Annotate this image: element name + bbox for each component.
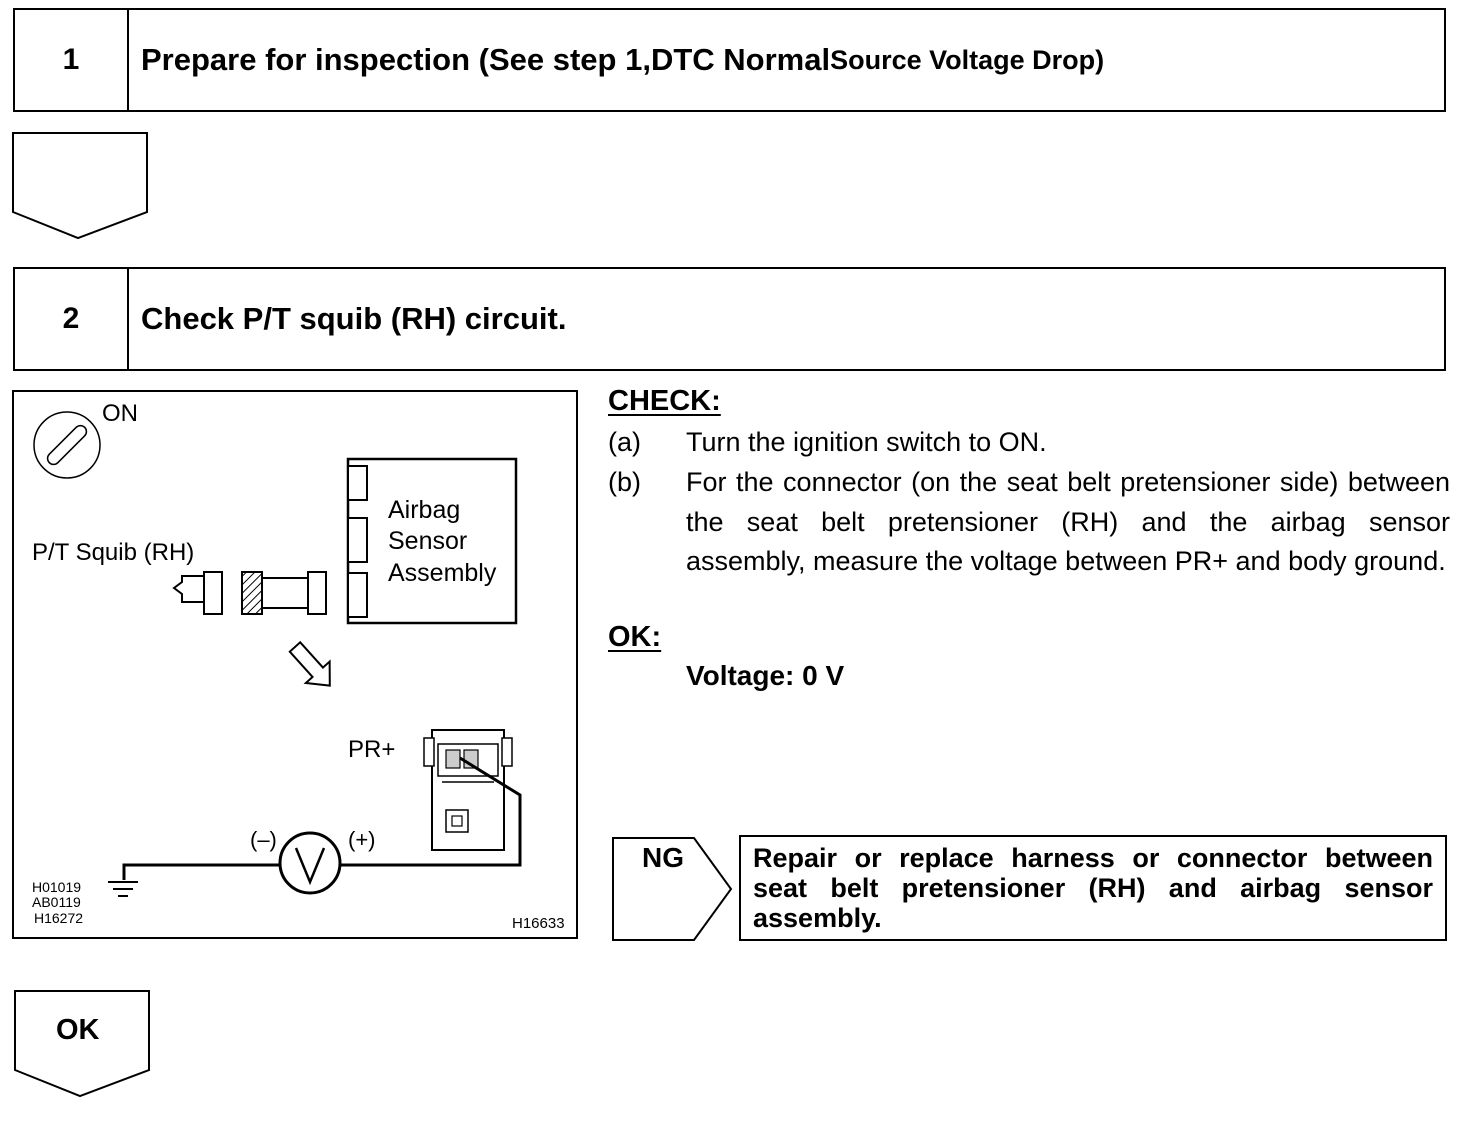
ok-value: Voltage: 0 V	[686, 660, 845, 691]
ng-result-box: Repair or replace harness or connector b…	[739, 835, 1447, 941]
step-1-number: 1	[15, 10, 129, 110]
terminal-label: PR+	[348, 736, 395, 763]
meter-positive-label: (+)	[348, 827, 376, 852]
step-1-title: Prepare for inspection (See step 1,DTC N…	[129, 10, 1444, 110]
ng-label: NG	[642, 842, 684, 873]
probe-wire-positive	[341, 756, 522, 867]
disconnect-arrow-icon	[288, 640, 331, 687]
sensor-pin	[347, 572, 368, 618]
sensor-label-1: Airbag	[388, 496, 460, 524]
check-item-b-label: (b)	[608, 467, 641, 497]
ng-arrow	[612, 837, 733, 941]
diagram-code-3: H16272	[34, 910, 83, 926]
squib-label: P/T Squib (RH)	[32, 539, 194, 566]
step-2-box: 2 Check P/T squib (RH) circuit.	[13, 267, 1446, 371]
flow-down-arrow	[12, 132, 148, 240]
ignition-switch-icon	[33, 411, 101, 479]
step-1-box: 1 Prepare for inspection (See step 1,DTC…	[13, 8, 1446, 112]
voltmeter-icon	[278, 831, 342, 895]
sensor-pin	[347, 465, 368, 501]
step-1-title-small: Source Voltage Drop)	[830, 44, 1105, 75]
pr-plus-connector-icon	[423, 729, 513, 851]
step-1-title-main: Prepare for inspection (See step 1,DTC N…	[141, 42, 831, 77]
sensor-label-3: Assembly	[388, 559, 497, 587]
probe-wire-negative	[122, 863, 280, 880]
check-item-a-text: Turn the ignition switch to ON.	[686, 427, 1047, 457]
sensor-pin	[347, 517, 368, 563]
check-item-a: (a) Turn the ignition switch to ON.	[608, 423, 1450, 463]
ok-arrow	[14, 990, 150, 1098]
check-item-b-text: For the connector (on the seat belt pret…	[686, 467, 1450, 576]
ok-label: OK	[56, 1014, 100, 1046]
check-item-b: (b) For the connector (on the seat belt …	[608, 463, 1450, 582]
sensor-label-2: Sensor	[388, 527, 467, 555]
circuit-diagram: ON Airbag Sensor Assembly P/T Squib (RH)…	[12, 390, 578, 939]
meter-negative-label: (–)	[250, 827, 277, 852]
step-2-number: 2	[15, 269, 129, 369]
ok-heading: OK:	[608, 621, 662, 653]
step-2-title-main: Check P/T squib (RH) circuit.	[141, 301, 567, 336]
step-2-title: Check P/T squib (RH) circuit.	[129, 269, 1444, 369]
check-heading: CHECK:	[608, 385, 721, 417]
figure-code: H16633	[512, 915, 565, 932]
diagram-code-1: H01019	[32, 879, 81, 895]
squib-connector-icon	[172, 571, 223, 615]
ignition-on-label: ON	[102, 400, 138, 427]
diagram-code-2: AB0119	[32, 894, 81, 910]
harness-connector-icon	[241, 571, 327, 615]
check-item-a-label: (a)	[608, 427, 641, 457]
ground-icon	[108, 881, 138, 897]
